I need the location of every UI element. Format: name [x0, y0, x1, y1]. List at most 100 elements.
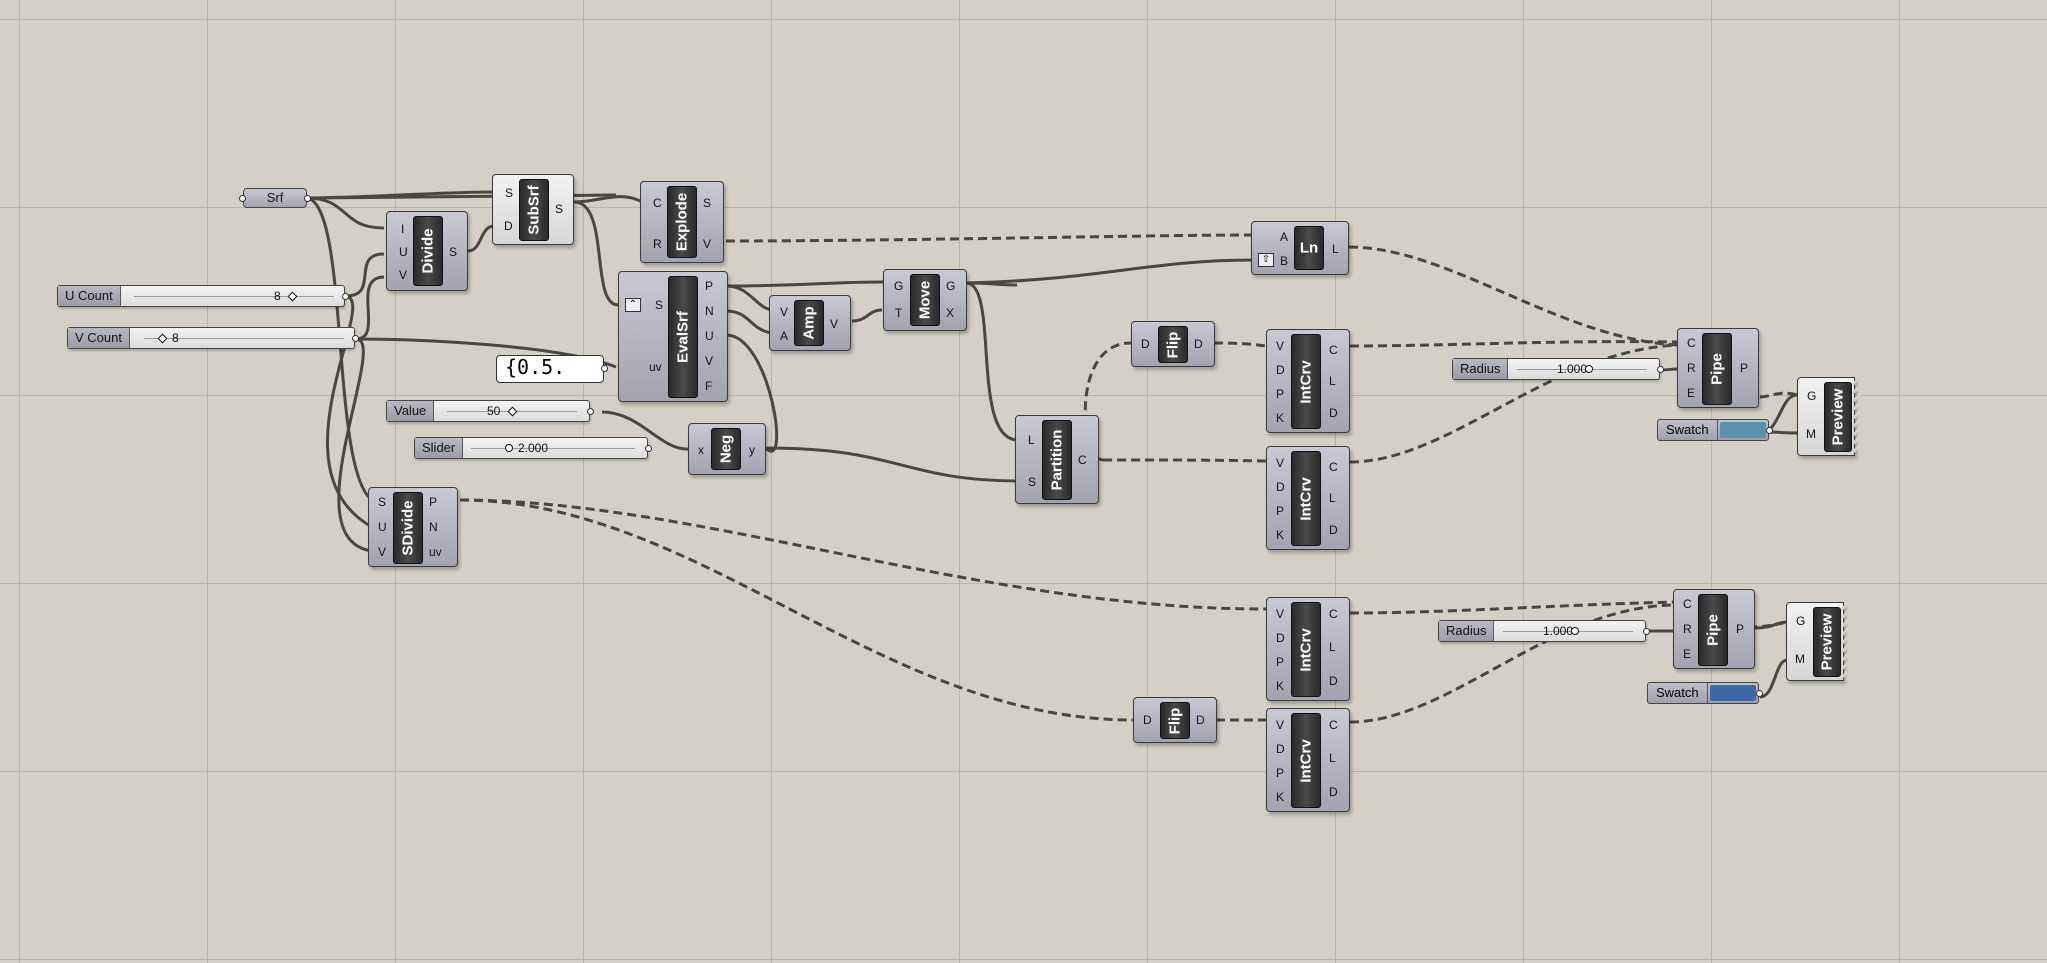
- u-count-slider[interactable]: U Count 8: [57, 285, 349, 307]
- wire: [1349, 603, 1676, 724]
- input-label: S: [378, 495, 387, 509]
- wire: [1769, 430, 1798, 435]
- output-pin[interactable]: [645, 445, 652, 452]
- output-label: D: [1196, 713, 1205, 727]
- number-slider[interactable]: Slider 2.000: [414, 437, 652, 459]
- input-label: V: [1276, 607, 1285, 621]
- input-label: E: [1683, 647, 1692, 661]
- slider-grip[interactable]: [1571, 627, 1579, 635]
- flip-component[interactable]: D Flip D: [1133, 697, 1217, 743]
- input-label: uv: [649, 360, 662, 374]
- wire: [326, 294, 373, 529]
- radius-slider[interactable]: Radius 1.000: [1438, 620, 1650, 642]
- component-title: SubSrf: [525, 185, 543, 235]
- negative-component[interactable]: x Neg y: [688, 423, 766, 475]
- colour-swatch[interactable]: Swatch: [1657, 419, 1773, 441]
- pipe-component[interactable]: C R E Pipe P: [1677, 328, 1759, 408]
- output-pin[interactable]: [1756, 690, 1763, 697]
- preview-component[interactable]: G M Preview: [1786, 602, 1850, 681]
- srf-param[interactable]: Srf: [239, 188, 311, 208]
- amp-component[interactable]: V A Amp V: [769, 295, 851, 351]
- radius-slider[interactable]: Radius 1.000: [1452, 358, 1664, 380]
- colour-swatch[interactable]: Swatch: [1647, 682, 1763, 704]
- input-label: C: [1683, 597, 1692, 611]
- slider-grip[interactable]: [157, 333, 168, 344]
- value-slider[interactable]: Value 50: [386, 400, 594, 422]
- input-label: V: [378, 545, 387, 559]
- preview-component[interactable]: G M Preview: [1797, 377, 1861, 456]
- output-pin[interactable]: [1643, 628, 1650, 635]
- output-label: V: [830, 317, 839, 331]
- output-label: D: [1329, 523, 1338, 537]
- output-pin[interactable]: [352, 335, 359, 342]
- input-label: E: [1687, 386, 1696, 400]
- intcrv-component[interactable]: V D P K IntCrv C L D: [1266, 329, 1350, 433]
- output-pin[interactable]: [304, 195, 311, 202]
- output-label: X: [946, 306, 955, 320]
- component-core: Amp: [794, 300, 824, 346]
- intcrv-component[interactable]: V D P K IntCrv C L D: [1266, 597, 1350, 701]
- jagged-edge: [1853, 378, 1861, 455]
- divide-component[interactable]: I U V Divide S: [386, 211, 468, 291]
- move-component[interactable]: G T Move G X: [883, 269, 967, 331]
- component-core: Pipe: [1698, 594, 1728, 666]
- subsrf-component[interactable]: S D SubSrf S: [492, 174, 574, 245]
- input-label: M: [1806, 427, 1816, 441]
- output-label: D: [1329, 406, 1338, 420]
- slider-grip[interactable]: [287, 291, 298, 302]
- partition-component[interactable]: L S Partition C: [1015, 415, 1099, 504]
- input-pin[interactable]: [239, 195, 246, 202]
- input-label: P: [1276, 387, 1285, 401]
- expand-icon[interactable]: ⌃: [625, 298, 641, 312]
- swatch-color[interactable]: [1710, 685, 1756, 701]
- intcrv-component[interactable]: V D P K IntCrv C L D: [1266, 708, 1350, 812]
- component-title: Pipe: [1708, 353, 1726, 385]
- input-label: C: [1687, 336, 1696, 350]
- input-label: M: [1795, 652, 1805, 666]
- output-pin[interactable]: [587, 408, 594, 415]
- output-pin[interactable]: [342, 293, 349, 300]
- input-label: I: [401, 222, 405, 236]
- output-label: V: [703, 237, 712, 251]
- output-label: N: [429, 520, 438, 534]
- component-core: IntCrv: [1291, 602, 1321, 697]
- component-core: Preview: [1813, 607, 1841, 677]
- output-pin[interactable]: [1657, 366, 1664, 373]
- flip-component[interactable]: D Flip D: [1131, 321, 1215, 367]
- slider-grip[interactable]: [1585, 365, 1593, 373]
- output-label: uv: [429, 545, 442, 559]
- output-label: P: [429, 495, 438, 509]
- wire: [1349, 340, 1680, 348]
- line-component[interactable]: A ⇧ B Ln L: [1251, 221, 1349, 275]
- wire: [965, 281, 1019, 442]
- output-label: C: [1329, 343, 1338, 357]
- pipe-component[interactable]: C R E Pipe P: [1673, 589, 1755, 669]
- wire: [965, 258, 1254, 285]
- swatch-color[interactable]: [1720, 422, 1766, 438]
- sdivide-component[interactable]: S U V SDivide P N uv: [368, 487, 458, 567]
- component-title: Partition: [1048, 429, 1066, 491]
- wire: [1759, 391, 1798, 399]
- output-label: y: [749, 443, 755, 457]
- output-pin[interactable]: [1766, 427, 1773, 434]
- input-label: V: [1276, 718, 1285, 732]
- slider-grip[interactable]: [507, 406, 518, 417]
- output-label: N: [705, 304, 714, 318]
- panel[interactable]: {0.5.: [496, 355, 608, 383]
- v-count-slider[interactable]: V Count 8: [67, 327, 359, 349]
- output-label: S: [449, 245, 458, 259]
- evalsrf-component[interactable]: ⌃ S uv EvalSrf P N U V F: [618, 271, 728, 402]
- explode-component[interactable]: C R Explode S V: [640, 181, 724, 263]
- output-label: L: [1329, 491, 1336, 505]
- slider-grip[interactable]: [505, 444, 513, 452]
- slider-value: 50: [487, 404, 501, 418]
- output-pin[interactable]: [601, 365, 608, 372]
- swatch-label: Swatch: [1648, 683, 1708, 703]
- component-title: Flip: [1166, 707, 1184, 734]
- component-title: IntCrv: [1297, 738, 1315, 783]
- component-core: Divide: [413, 216, 443, 286]
- input-label: B: [1280, 254, 1289, 268]
- intcrv-component[interactable]: V D P K IntCrv C L D: [1266, 446, 1350, 550]
- input-label: U: [399, 245, 408, 259]
